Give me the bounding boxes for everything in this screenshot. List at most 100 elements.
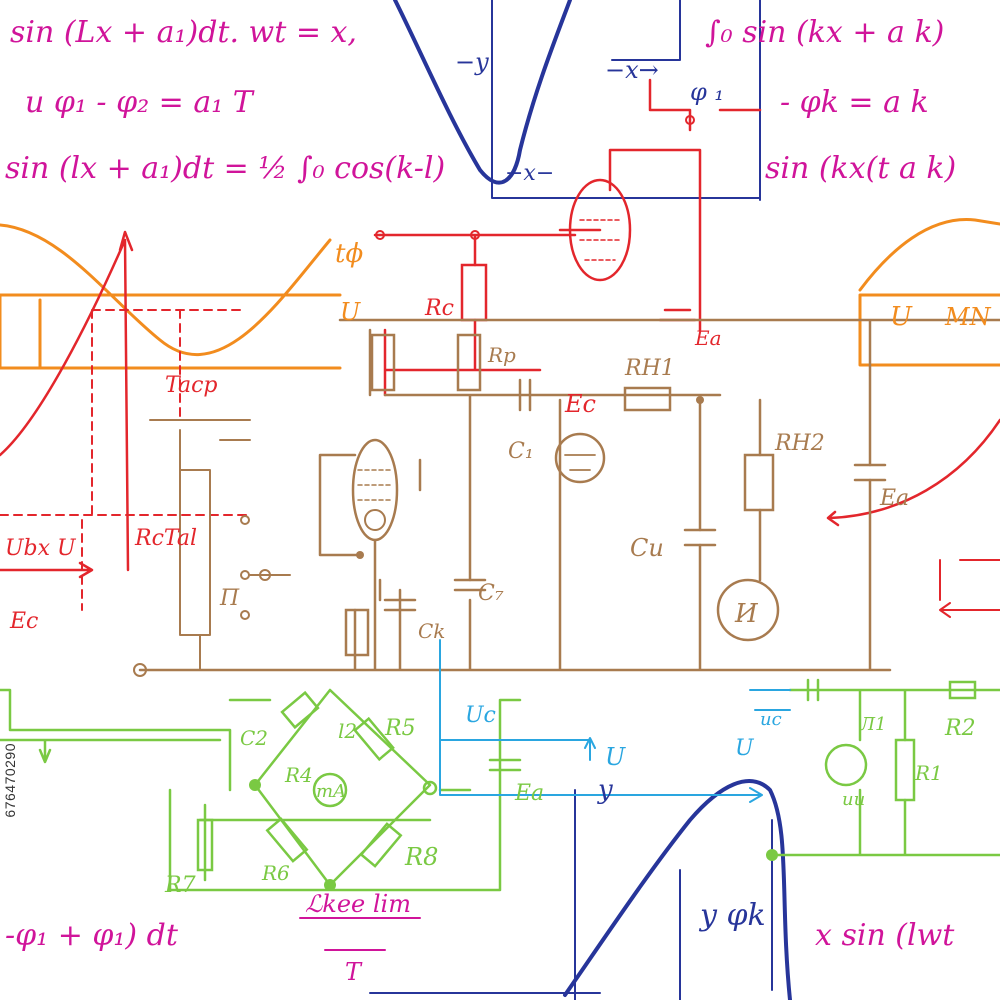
green-resistor-r6	[265, 817, 309, 863]
red-curve-left	[0, 230, 134, 572]
label-rh1: RH1	[624, 356, 675, 381]
formula-bottom-right: x sin (lwt	[815, 918, 955, 953]
label-u-cyan-right: U	[735, 736, 755, 761]
green-resistor-r5	[353, 716, 395, 762]
label-r4: R4	[284, 763, 313, 787]
label-ubx: Ubx U	[5, 536, 77, 561]
brown-switch-contact-2	[240, 570, 250, 580]
formula-period-t: T	[345, 958, 363, 986]
red-tube-inner	[579, 219, 621, 261]
label-u-cyan: U	[605, 743, 626, 771]
label-ea-top: Ea	[694, 326, 722, 350]
label-u-orange-right: U	[890, 302, 913, 332]
label-rctal: RcTal	[134, 526, 197, 551]
green-node-left	[249, 779, 261, 791]
formula-top-left: sin (Lx + a₁)dt. wt = x,	[10, 15, 357, 50]
label-r2: R2	[944, 716, 976, 741]
label-ec-red: Ec	[564, 390, 596, 418]
red-resistor-rc	[460, 263, 488, 322]
orange-sine-right	[858, 218, 1000, 292]
red-dashed-lines	[0, 309, 251, 611]
green-right-circuit	[488, 678, 1000, 857]
red-node-3	[685, 115, 695, 125]
label-cu: Cu	[630, 534, 664, 562]
label-c2: C2	[240, 726, 268, 750]
red-arrow-left	[0, 561, 94, 579]
label-r5: R5	[384, 716, 416, 741]
brown-left-panel	[139, 419, 291, 671]
green-resistor-r4	[280, 690, 320, 730]
orange-rect-left	[0, 293, 342, 370]
label-l2: l2	[338, 719, 357, 743]
label-rh2: RH2	[774, 431, 825, 456]
green-node-right	[422, 780, 438, 796]
brown-resistor-rp	[456, 333, 482, 392]
brown-resistor-cathode	[344, 608, 370, 657]
brown-ground-node	[133, 663, 147, 677]
formula-phase-k: - φk = a k	[780, 85, 929, 120]
stock-image-id: 676470290	[2, 743, 18, 818]
green-resistor-r8	[359, 822, 403, 868]
red-node-2	[470, 230, 480, 240]
brown-switch-contact-4	[259, 569, 271, 581]
brown-junction-1	[696, 396, 704, 404]
label-phi-1: φ ₁	[690, 78, 724, 106]
label-r7: R7	[164, 873, 196, 898]
green-frame-wires	[0, 688, 522, 892]
brown-resistor-rh1	[623, 386, 672, 412]
formula-phase-diff: u φ₁ - φ₂ = a₁ T	[25, 85, 255, 120]
label-minus-x: −x−	[505, 161, 554, 186]
blue-sine-curve-top	[393, 0, 572, 185]
blue-axis-bottom	[369, 789, 773, 1000]
label-ma: mA	[316, 781, 346, 802]
brown-diode-tube	[554, 432, 606, 484]
brown-switch-contact-1	[240, 515, 250, 525]
formula-bottom-left: -φ₁ + φ₁) dt	[5, 918, 179, 953]
label-c1: C₁	[508, 439, 534, 464]
green-resistor-r2	[948, 680, 977, 700]
formula-sin-k: sin (kx(t a k)	[765, 151, 956, 186]
label-l1: Л1	[859, 714, 886, 735]
brown-meter	[716, 578, 780, 642]
label-r1: R1	[914, 761, 943, 785]
label-y-phi-k: y φk	[698, 898, 766, 933]
red-magenta-underline	[299, 917, 421, 951]
label-minus-y: −y	[455, 48, 489, 76]
brown-tube-cathode	[364, 509, 386, 531]
label-meter-i: И	[734, 599, 759, 629]
brown-diode-inner	[564, 454, 596, 471]
brown-main-wires	[138, 318, 1000, 672]
label-pi: П	[219, 586, 240, 611]
red-node-1	[375, 230, 385, 240]
blue-axis-top	[491, 0, 761, 201]
green-node-curve	[766, 849, 778, 861]
label-c7: C₇	[478, 581, 504, 606]
brown-vacuum-tube	[351, 438, 399, 542]
green-resistor-r1	[894, 738, 916, 802]
label-tacp: Tacp	[165, 373, 218, 398]
brown-resistor-rp2	[370, 333, 396, 392]
label-uc-right: uc	[760, 709, 782, 730]
brown-junction-2	[356, 551, 364, 559]
label-r8: R8	[404, 843, 438, 871]
orange-rect-right	[858, 293, 1000, 367]
red-vacuum-tube	[568, 178, 632, 282]
brown-resistor-rh2	[743, 453, 775, 512]
brown-switch-contact-3	[240, 610, 250, 620]
green-resistor-r7	[196, 818, 214, 872]
brown-tube-grid	[357, 469, 393, 501]
label-un: uu	[842, 789, 865, 810]
formula-integral-cos: sin (lx + a₁)dt = ½ ∫₀ cos(k-l)	[5, 151, 445, 186]
label-u-orange-left: U	[340, 298, 361, 326]
label-ea-green: Ea	[514, 781, 544, 806]
label-ck: Ck	[418, 619, 445, 643]
label-y-bottom: y	[597, 775, 613, 805]
formula-limit: ℒkee lim	[305, 890, 411, 918]
label-rc: Rc	[424, 296, 454, 321]
label-ec-left: Ec	[9, 609, 38, 634]
label-rp: Rp	[487, 343, 516, 367]
orange-sine-left	[0, 223, 332, 356]
green-node-bottom	[324, 879, 336, 891]
